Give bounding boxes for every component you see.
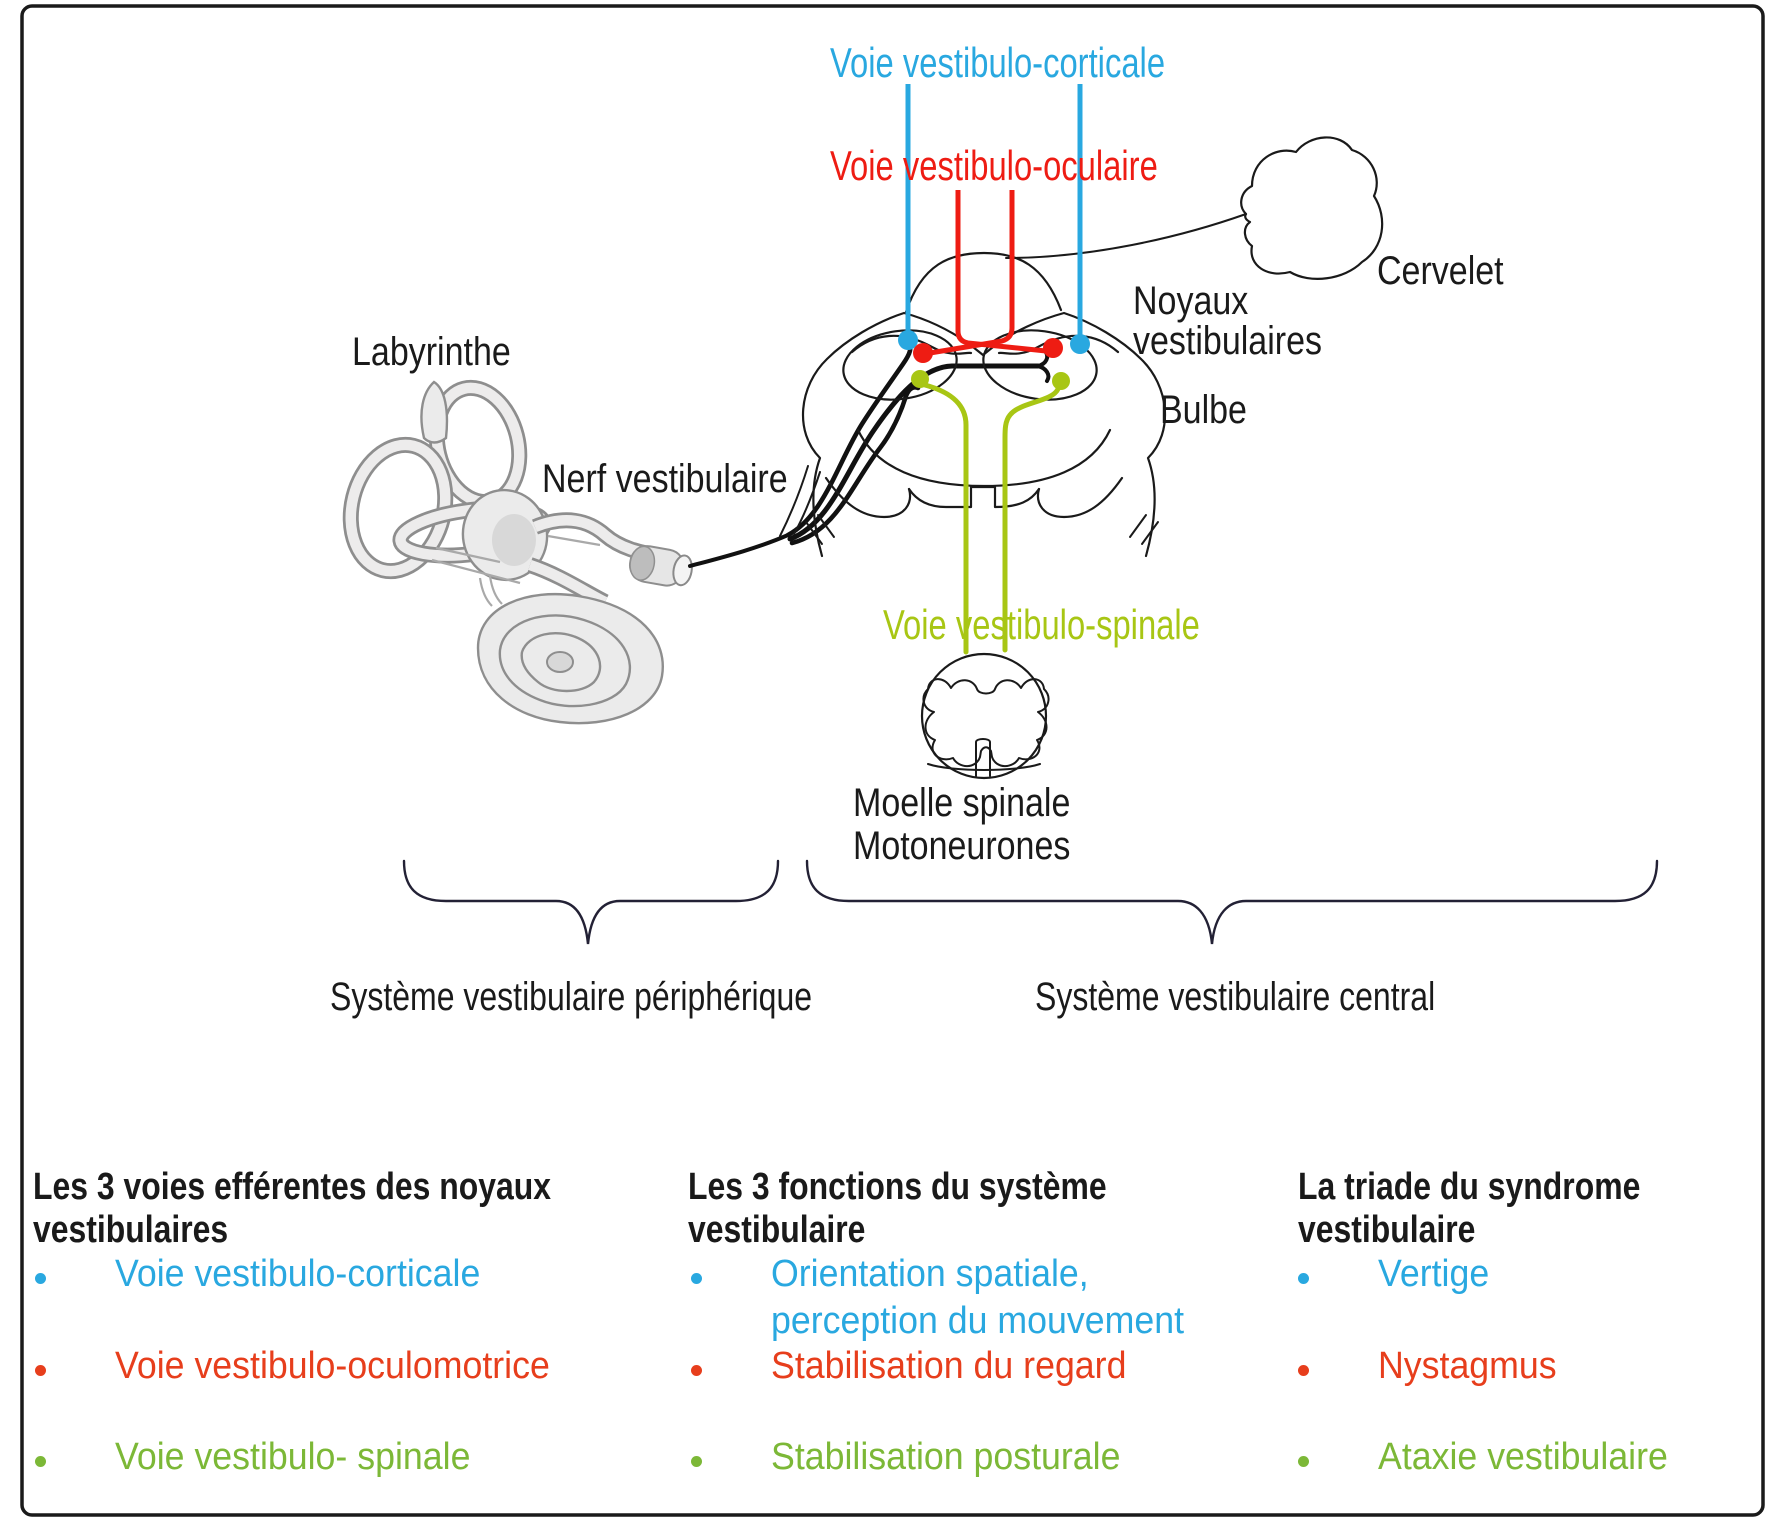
spinal-cord-outline [920,652,1050,780]
legend-title-voies: Les 3 voies efférentes des noyaux vestib… [33,1166,551,1252]
red-nucleus-left [913,343,933,363]
label-noyaux-line2: vestibulaires [1133,319,1322,363]
bullet-green-icon [691,1456,702,1467]
brace-central [805,859,1659,945]
legend-item-vertige: Vertige [1298,1251,1496,1298]
blue-nucleus-left [898,330,918,350]
cerebellum-connector [1005,213,1247,259]
bullet-green-icon [1298,1456,1309,1467]
bullet-blue-icon [1298,1273,1309,1284]
label-noyaux-vestibulaires: Noyaux vestibulaires [1133,281,1322,361]
label-systeme-peripherique: Système vestibulaire périphérique [330,975,813,1019]
blue-nucleus-right [1070,334,1090,354]
label-bulbe: Bulbe [1160,388,1247,432]
legend-title-voies-line2: vestibulaires [33,1209,229,1251]
vestibular-nerve-fibers [688,339,1051,568]
legend-item-nystagmus: Nystagmus [1298,1343,1568,1390]
bullet-blue-icon [35,1273,46,1284]
legend-title-fonctions-line2: vestibulaire [688,1209,866,1251]
nerve-cylinder [628,545,693,587]
vestibular-nuclei-dots [898,330,1090,390]
red-nucleus-right [1043,338,1063,358]
canal-stub [420,380,449,444]
vestibule-shading [492,514,536,566]
legend-item-voie-corticale: Voie vestibulo-corticale [35,1251,504,1298]
pathway-lines [905,84,1083,655]
label-labyrinthe: Labyrinthe [352,330,511,374]
legend-item-voie-spinale: Voie vestibulo- spinale [35,1434,493,1481]
gray-matter-butterfly [922,678,1050,768]
bullet-blue-icon [691,1273,702,1284]
bullet-red-icon [35,1365,46,1376]
label-noyaux-line1: Noyaux [1133,279,1249,323]
vestibulo-ocular-line-right [929,190,1015,356]
legend-item-voie-oculomotrice: Voie vestibulo-oculomotrice [35,1343,578,1390]
brainstem-outline [779,251,1167,558]
legend-title-fonctions: Les 3 fonctions du système vestibulaire [688,1166,1107,1252]
brace-peripheral [402,859,780,945]
vestibulo-spinal-line-left [922,382,969,655]
legend-title-triade-line1: La triade du syndrome [1298,1166,1641,1208]
label-moelle-line1: Moelle spinale [853,781,1071,825]
cerebellum-outline [1005,136,1384,280]
label-voie-vestibulo-oculaire: Voie vestibulo-oculaire [830,142,1158,189]
vestibulo-spinal-line-right [1002,386,1061,653]
legend-item-stabilisation-regard: Stabilisation du regard [691,1343,1149,1390]
bullet-red-icon [1298,1365,1309,1376]
label-systeme-central: Système vestibulaire central [1035,975,1436,1019]
vestibulo-ocular-line-left [955,190,1047,354]
legend-item-orientation: Orientation spatiale,perception du mouve… [691,1251,1210,1345]
label-moelle-line2: Motoneurones [853,824,1071,868]
bullet-green-icon [35,1456,46,1467]
labyrinth-drawing [342,379,693,725]
label-voie-vestibulo-spinale: Voie vestibulo-spinale [883,601,1200,648]
legend-title-triade-line2: vestibulaire [1298,1209,1476,1251]
legend-item-ataxie: Ataxie vestibulaire [1298,1434,1686,1481]
green-nucleus-right [1052,372,1070,390]
label-nerf-vestibulaire: Nerf vestibulaire [542,457,788,501]
green-nucleus-left [911,370,929,388]
legend-title-voies-line1: Les 3 voies efférentes des noyaux [33,1166,552,1208]
legend-title-fonctions-line1: Les 3 fonctions du système [688,1166,1107,1208]
slide-border [20,4,1765,1517]
legend-item-stabilisation-posturale: Stabilisation posturale [691,1434,1143,1481]
bullet-red-icon [691,1365,702,1376]
legend-title-triade: La triade du syndrome vestibulaire [1298,1166,1640,1252]
label-moelle-spinale: Moelle spinale Motoneurones [853,782,1070,868]
label-cervelet: Cervelet [1377,249,1504,293]
label-voie-vestibulo-corticale: Voie vestibulo-corticale [830,39,1166,86]
